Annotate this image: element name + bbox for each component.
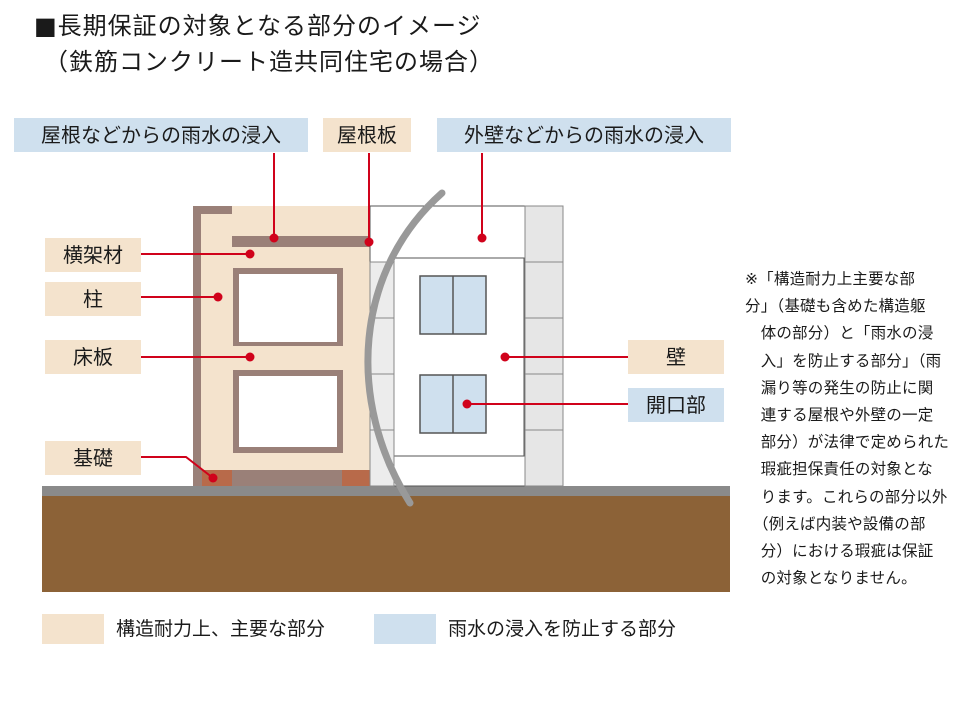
label-wall-rain: 外壁などからの雨水の浸入 (437, 118, 731, 152)
label-foundation: 基礎 (45, 441, 141, 475)
note-line: 分」（基礎も含めた構造躯 (745, 297, 926, 316)
note-line: 分）における瑕疵は保証 (745, 542, 934, 561)
wall-blocks (524, 205, 564, 487)
note-line: 入」を防止する部分」（雨 (745, 351, 942, 370)
label-wall: 壁 (628, 340, 724, 374)
ground-soil (42, 496, 730, 592)
note-line: 連する屋根や外壁の一定 (745, 406, 934, 425)
cutaway-curve (364, 189, 446, 507)
label-roof-slab: 屋根板 (323, 118, 411, 152)
leader-dots (208, 233, 510, 483)
upper-room-window (239, 274, 337, 342)
note-line: 部分）が法律で定められた (745, 433, 950, 452)
label-column: 柱 (45, 282, 141, 316)
label-opening: 開口部 (628, 388, 724, 422)
note-line: 体の部分）と「雨水の浸 (745, 324, 934, 343)
note-line: の対象となりません。 (745, 569, 917, 588)
leader-lines (141, 153, 628, 479)
note-line: （例えば内装や設備の部 (745, 514, 926, 533)
ground-surface-line (42, 486, 730, 496)
legend-rain-swatch (374, 614, 436, 644)
roof-slab (232, 236, 408, 247)
legend-structural-swatch (42, 614, 104, 644)
note-line: ※「構造耐力上主要な部 (745, 270, 916, 288)
legend-structural-label: 構造耐力上、主要な部分 (116, 618, 326, 640)
note-line: 漏り等の発生の防止に関 (745, 378, 934, 397)
page-title: ■長期保証の対象となる部分のイメージ （鉄筋コンクリート造共同住宅の場合） (34, 8, 494, 80)
note-line: ります。これらの部分以外 (745, 487, 948, 506)
foundation-block-right (342, 470, 372, 486)
label-roof-rain: 屋根などからの雨水の浸入 (14, 118, 308, 152)
note-line: 瑕疵担保責任の対象とな (745, 460, 933, 479)
label-beam: 横架材 (45, 238, 141, 272)
upper-window (419, 275, 487, 335)
side-note: ※「構造耐力上主要な部 分」（基礎も含めた構造躯 体の部分）と「雨水の浸 入」を… (745, 266, 957, 592)
legend-rain-label: 雨水の浸入を防止する部分 (448, 618, 677, 640)
title-line-1: ■長期保証の対象となる部分のイメージ (34, 12, 482, 40)
title-line-2: （鉄筋コンクリート造共同住宅の場合） (44, 48, 494, 76)
parapet-outline (193, 206, 232, 486)
label-floor-slab: 床板 (45, 340, 141, 374)
lower-room-window (239, 376, 337, 447)
